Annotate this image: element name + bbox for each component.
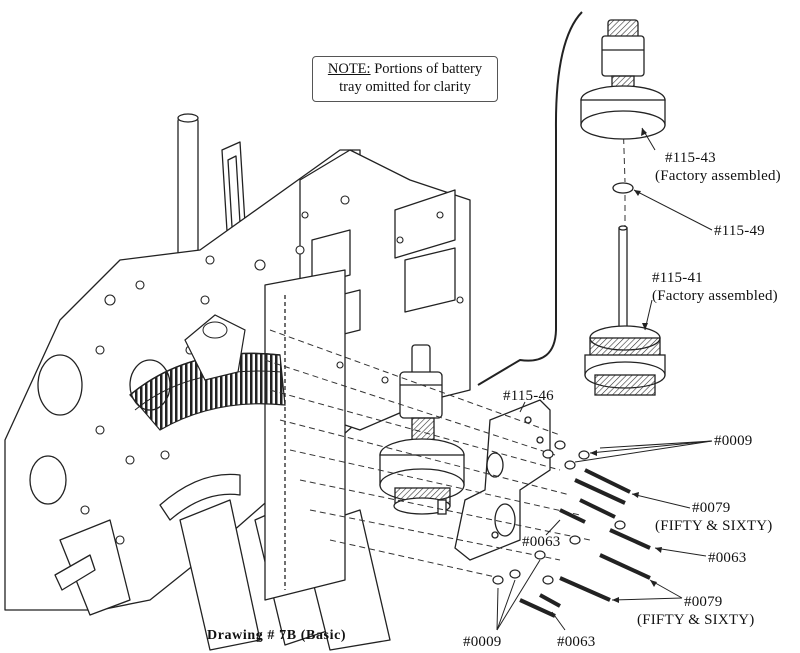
- leader-lines: [496, 127, 713, 631]
- note-box: NOTE: Portions of battery tray omitted f…: [312, 56, 498, 102]
- part-number: #0009: [714, 433, 753, 449]
- part-number: #0063: [557, 634, 596, 650]
- part-detail: (Factory assembled): [655, 168, 781, 184]
- main-gear: [129, 314, 286, 431]
- inset-clutch-bell: [580, 19, 666, 140]
- callout-115-41: #115-41: [652, 270, 703, 287]
- motor-mount-bracket: [454, 399, 551, 561]
- part-number: #115-49: [714, 223, 765, 239]
- note-line-2: tray omitted for clarity: [339, 79, 471, 95]
- note-line-1: Portions of battery: [374, 61, 483, 77]
- part-number: #0063: [522, 534, 561, 550]
- part-number: #0063: [708, 550, 747, 566]
- part-number: #115-43: [665, 150, 716, 166]
- fasteners: [492, 440, 651, 618]
- callout-0079-top-detail: (FIFTY & SIXTY): [655, 518, 772, 535]
- callout-0079-bottom: #0079: [684, 594, 723, 611]
- callout-115-41-detail: (Factory assembled): [652, 288, 778, 305]
- note-label: NOTE:: [327, 61, 371, 77]
- skid-tube: [159, 473, 241, 521]
- washer: [612, 182, 634, 194]
- callout-0063-bottom: #0063: [557, 634, 596, 651]
- part-number: #0009: [463, 634, 502, 650]
- main-shaft-top: [177, 113, 199, 123]
- clutch-assembly-center: [379, 344, 465, 515]
- inset-divider-curve: [477, 11, 583, 386]
- leader-arrowheads: [590, 128, 662, 603]
- inset-clutch: [584, 225, 666, 396]
- callout-0063-right: #0063: [708, 550, 747, 567]
- callout-0079-bottom-detail: (FIFTY & SIXTY): [637, 612, 754, 629]
- drawing-caption: Drawing # 7B (Basic): [207, 628, 347, 643]
- part-number: #0079: [692, 500, 731, 516]
- callout-0009-bottom: #0009: [463, 634, 502, 651]
- callout-0009-top: #0009: [714, 433, 753, 450]
- part-detail: (Factory assembled): [652, 288, 778, 304]
- gear-hub: [184, 314, 246, 381]
- callout-115-49: #115-49: [714, 223, 765, 240]
- callout-115-43-detail: (Factory assembled): [655, 168, 781, 185]
- part-number: #115-41: [652, 270, 703, 286]
- callout-0063-mid: #0063: [522, 534, 561, 551]
- part-number: #0079: [684, 594, 723, 610]
- callout-115-46: #115-46: [503, 388, 554, 405]
- alignment-lines: [264, 117, 626, 579]
- part-number: #115-46: [503, 388, 554, 404]
- part-detail: (FIFTY & SIXTY): [655, 518, 773, 534]
- callout-115-43: #115-43: [665, 150, 716, 167]
- part-detail: (FIFTY & SIXTY): [637, 612, 755, 628]
- callout-0079-top: #0079: [692, 500, 731, 517]
